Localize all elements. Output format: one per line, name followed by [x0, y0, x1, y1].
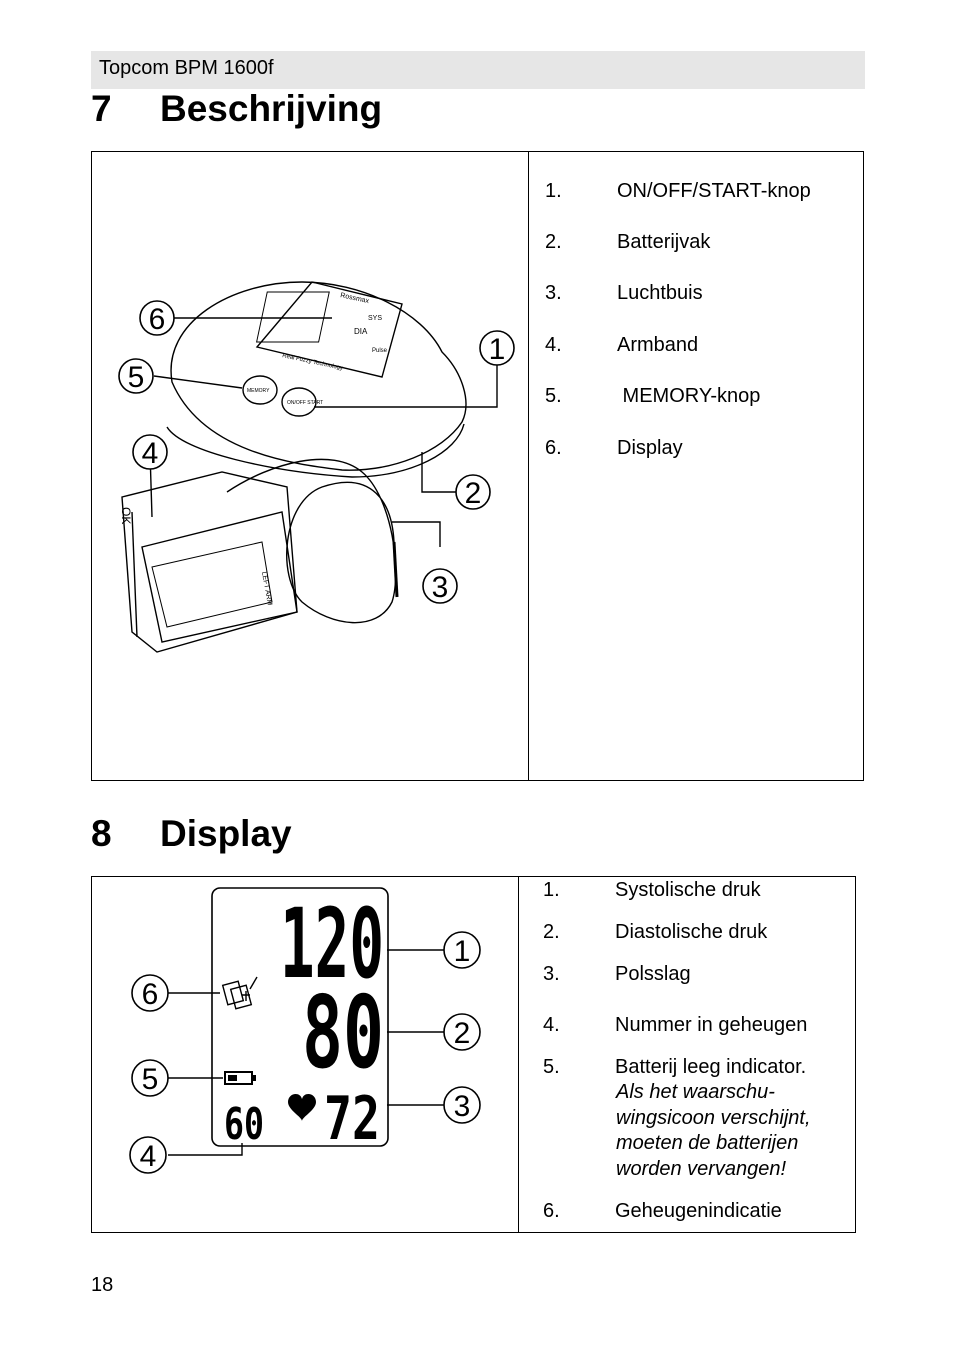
table-divider [518, 877, 519, 1232]
tube-connector [392, 541, 399, 598]
svg-text:6: 6 [149, 303, 166, 336]
section-7-number: 7 [91, 88, 112, 129]
leader-3 [392, 521, 441, 547]
sys-label: SYS [368, 315, 382, 322]
callout-2: 2 [443, 1013, 481, 1051]
battery-warning-note: Als het waarschu-wingsicoon verschijnt, … [616, 1081, 811, 1180]
svg-text:5: 5 [128, 361, 145, 394]
leader-4 [168, 1143, 243, 1156]
battery-icon [224, 1071, 256, 1085]
callout-1: 1 [479, 330, 515, 366]
monitor-body-outline [170, 281, 467, 471]
svg-text:4: 4 [140, 1140, 157, 1173]
callout-2: 2 [455, 474, 491, 510]
svg-text:4: 4 [142, 437, 159, 470]
callout-5: 5 [131, 1059, 169, 1097]
svg-text:1: 1 [489, 333, 506, 366]
svg-text:1: 1 [454, 935, 471, 968]
memory-number-value: 60 [224, 1099, 264, 1150]
screen-panel-outline [255, 281, 403, 378]
cuff-edge [131, 511, 138, 638]
section-8-number: 8 [91, 813, 112, 854]
svg-text:6: 6 [142, 978, 159, 1011]
onoff-button-shape [281, 387, 317, 417]
table-divider [528, 152, 529, 780]
dia-label: DIA [354, 327, 368, 336]
air-tube [226, 458, 397, 624]
monitor-base-outline [166, 423, 465, 478]
pulse-value: 72 [324, 1084, 380, 1154]
section-7-title: Beschrijving [160, 88, 383, 129]
fuzzy-label: Real Fuzzy Technology [282, 353, 344, 372]
display-table: 120 80 72 60 1 [91, 876, 856, 1233]
blood-pressure-monitor-illustration: 6 5 4 1 2 3 Rossmax DIA SYS Pulse Real F… [118, 281, 515, 653]
cuff-outline [121, 471, 298, 653]
callout-4: 4 [129, 1136, 167, 1174]
memory-button-label: MEMORY [247, 388, 270, 394]
memory-button-shape [242, 375, 278, 405]
svg-text:5: 5 [142, 1063, 159, 1096]
page-number: 18 [91, 1274, 114, 1296]
heart-icon [288, 1093, 316, 1121]
callout-3: 3 [443, 1086, 481, 1124]
onoff-button-label: ON/OFF START [287, 400, 323, 406]
leader-5 [153, 375, 243, 389]
callout-6: 6 [139, 300, 175, 336]
callout-5: 5 [118, 358, 154, 394]
systolic-value: 120 [280, 888, 384, 1000]
description-table: 6 5 4 1 2 3 Rossmax DIA SYS Pulse Real F… [91, 151, 864, 781]
pulse-label: Pulse [372, 348, 388, 354]
svg-text:3: 3 [454, 1090, 471, 1123]
callout-1: 1 [443, 931, 481, 969]
section-8-title: Display [160, 813, 292, 854]
ok-label: OK [119, 507, 133, 524]
callout-6: 6 [131, 974, 169, 1012]
memory-indicator-icon [221, 976, 258, 1010]
cuff-diagram [151, 541, 273, 628]
svg-text:3: 3 [432, 571, 449, 604]
leader-2 [421, 452, 460, 493]
running-header: Topcom BPM 1600f [91, 51, 865, 89]
svg-text:2: 2 [454, 1017, 471, 1050]
document-title: Topcom BPM 1600f [99, 57, 274, 79]
lcd-display-illustration: 120 80 72 60 1 [129, 887, 481, 1174]
callout-3: 3 [422, 568, 458, 604]
svg-text:2: 2 [465, 477, 482, 510]
callout-4: 4 [132, 434, 168, 470]
diastolic-value: 80 [302, 974, 384, 1091]
brand-label: Rossmax [340, 292, 370, 305]
lcd-window [256, 291, 330, 343]
cuff-panel [141, 511, 298, 643]
leader-1 [314, 348, 498, 408]
left-arm-label: LEFT ARM [260, 571, 273, 606]
lcd-frame [211, 887, 389, 1147]
